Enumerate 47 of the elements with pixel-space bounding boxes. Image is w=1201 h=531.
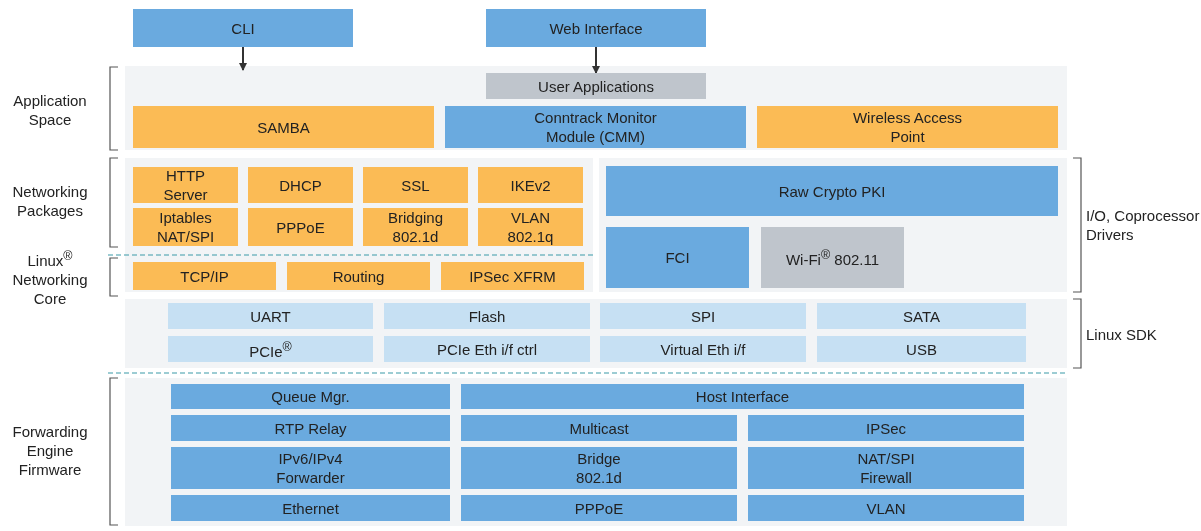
component-box: VLAN 802.1q bbox=[478, 208, 583, 246]
component-box: VLAN bbox=[748, 495, 1024, 521]
component-box: Conntrack Monitor Module (CMM) bbox=[445, 106, 746, 148]
component-box: Flash bbox=[384, 303, 590, 329]
layer-label: Linux SDK bbox=[1086, 324, 1158, 345]
component-box: FCI bbox=[606, 227, 749, 288]
component-box: User Applications bbox=[486, 73, 706, 99]
component-box: Host Interface bbox=[461, 384, 1024, 409]
component-box: Bridge 802.1d bbox=[461, 447, 737, 489]
component-box: Wi-Fi$^{®}$ 802.11 bbox=[761, 227, 904, 288]
layer-label: Networking Packages bbox=[11, 182, 89, 221]
component-box: Queue Mgr. bbox=[171, 384, 450, 409]
component-box: Routing bbox=[287, 262, 430, 290]
component-box: RTP Relay bbox=[171, 415, 450, 441]
component-box: DHCP bbox=[248, 167, 353, 203]
component-box: USB bbox=[817, 336, 1026, 362]
component-box: PCIe$^{®}$ bbox=[168, 336, 373, 362]
component-box: NAT/SPI Firewall bbox=[748, 447, 1024, 489]
layer-label: Application Space bbox=[12, 91, 88, 130]
arrow bbox=[239, 46, 247, 71]
component-box: IPSec XFRM bbox=[441, 262, 584, 290]
component-box: Wireless Access Point bbox=[757, 106, 1058, 148]
component-box: UART bbox=[168, 303, 373, 329]
component-box: Bridging 802.1d bbox=[363, 208, 468, 246]
component-box: IPSec bbox=[748, 415, 1024, 441]
component-box: Raw Crypto PKI bbox=[606, 166, 1058, 216]
component-box: PPPoE bbox=[461, 495, 737, 521]
component-box: SPI bbox=[600, 303, 806, 329]
layer-label: Forwarding Engine Firmware bbox=[11, 421, 89, 480]
component-box: SATA bbox=[817, 303, 1026, 329]
component-box: PPPoE bbox=[248, 208, 353, 246]
layer-label: Linux$^{®}$ Networking Core bbox=[11, 248, 89, 306]
component-box: IPv6/IPv4 Forwarder bbox=[171, 447, 450, 489]
component-box: IKEv2 bbox=[478, 167, 583, 203]
component-box: PCIe Eth i/f ctrl bbox=[384, 336, 590, 362]
component-box: Ethernet bbox=[171, 495, 450, 521]
component-box: HTTP Server bbox=[133, 167, 238, 203]
component-box: SAMBA bbox=[133, 106, 434, 148]
component-box: TCP/IP bbox=[133, 262, 276, 290]
component-box: Multicast bbox=[461, 415, 737, 441]
component-box: Web Interface bbox=[486, 9, 706, 47]
component-box: Virtual Eth i/f bbox=[600, 336, 806, 362]
component-box: Iptables NAT/SPI bbox=[133, 208, 238, 246]
component-box: SSL bbox=[363, 167, 468, 203]
component-box: CLI bbox=[133, 9, 353, 47]
arrow bbox=[592, 46, 600, 74]
layer-label: I/O, Coprocessor Drivers bbox=[1086, 206, 1201, 245]
